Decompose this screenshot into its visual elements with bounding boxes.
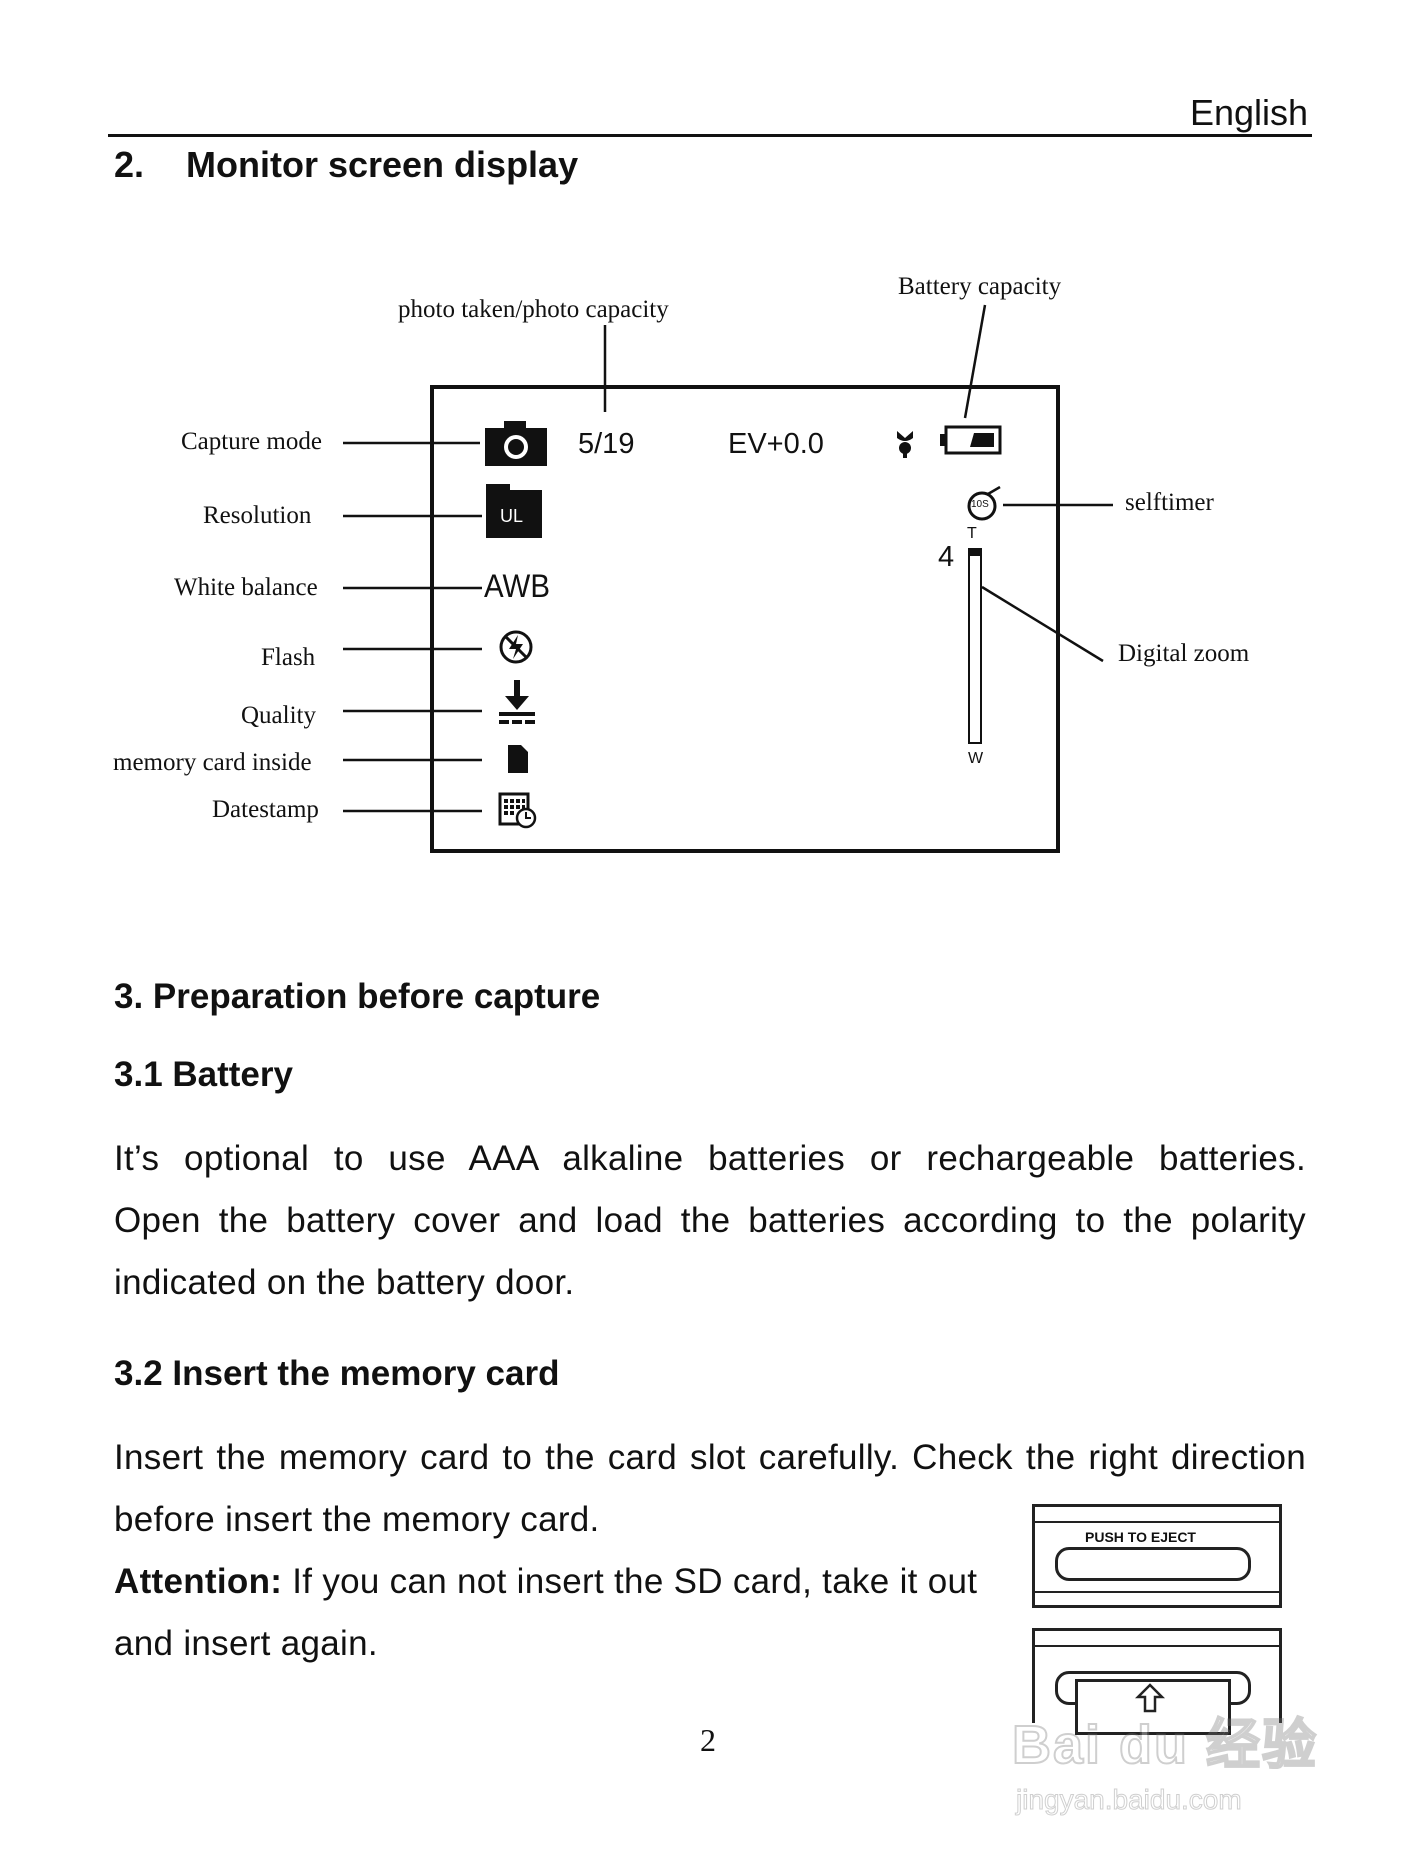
watermark-url: jingyan.baidu.com [1016,1784,1243,1816]
memory-line-2: before insert the memory card. [114,1500,600,1539]
callout-capture-mode: Capture mode [181,428,322,455]
header-rule [108,134,1312,137]
card-slot-bottom-edge [1035,1591,1279,1593]
callout-digital-zoom: Digital zoom [1118,640,1250,667]
white-balance-value: AWB [484,568,550,604]
callout-flash: Flash [261,644,316,671]
callout-datestamp: Datestamp [212,796,319,823]
section-3-1-title: 3.1 Battery [114,1055,293,1094]
push-to-eject-label: PUSH TO EJECT [1085,1529,1196,1545]
card-slot-opening [1055,1547,1251,1581]
diagram-leader-lines [343,304,1113,813]
zoom-bar-fill [970,550,980,556]
page-number: 2 [700,1722,716,1758]
callout-selftimer: selftimer [1125,489,1214,516]
leader-digital-zoom [981,585,1104,663]
selftimer-icon [967,486,1001,521]
attention-text: If you can not insert the SD card, take … [282,1562,978,1601]
leader-battery [963,304,987,419]
ev-value: EV+0.0 [728,428,824,460]
callout-photo-count: photo taken/photo capacity [398,296,669,323]
datestamp-icon [498,792,537,829]
section-3-2-title: 3.2 Insert the memory card [114,1354,560,1393]
photo-count: 5/19 [578,428,635,460]
callout-quality: Quality [241,702,316,729]
section-3-title: 3. Preparation before capture [114,977,601,1016]
callout-resolution: Resolution [203,502,312,529]
resolution-icon: UL [486,484,542,538]
zoom-level: 4 [938,541,955,573]
section-2-title: Monitor screen display [186,144,579,185]
attention-line: Attention: If you can not insert the SD … [114,1551,1306,1613]
memory-paragraph: Insert the memory card to the card slot … [114,1427,1306,1675]
section-2-number: 2. [114,144,145,185]
header-language: English [1190,92,1309,133]
up-arrow-icon [1135,1683,1165,1713]
macro-flower-icon [897,431,913,458]
selftimer-badge: 10S [971,499,989,510]
battery-paragraph: It’s optional to use AAA alkaline batter… [114,1128,1306,1314]
battery-line-1: It’s optional to use AAA alkaline batter… [114,1139,1306,1178]
flash-off-icon [499,630,533,664]
watermark-brand: Bai du 经验 [1011,1714,1319,1776]
attention-line-2: and insert again. [114,1624,378,1663]
camera-icon [485,421,547,466]
battery-line-3: indicated on the battery door. [114,1263,575,1302]
resolution-icon-tab [486,484,510,492]
battery-line-2: Open the battery cover and load the batt… [114,1201,1306,1240]
monitor-screen [430,385,1060,853]
zoom-top-label: T [967,525,977,542]
zoom-bottom-label: W [968,750,984,767]
callout-memory-card: memory card inside [113,749,312,776]
battery-icon [940,425,1002,455]
memory-line-1: Insert the memory card to the card slot … [114,1438,1306,1477]
memory-card-icon [508,745,528,773]
zoom-bar [968,548,982,744]
callout-white-balance: White balance [174,574,318,601]
card-slot-top-edge-2 [1035,1631,1279,1647]
card-slot-image-open [1032,1628,1282,1735]
card-slot-image-closed: PUSH TO EJECT [1032,1504,1282,1608]
callout-battery: Battery capacity [898,273,1062,300]
attention-label: Attention: [114,1562,283,1601]
card-slot-top-edge [1035,1507,1279,1523]
quality-icon [499,680,535,724]
baidu-watermark: Bai du 经验 jingyan.baidu.com [1000,1700,1360,1860]
resolution-badge: UL [500,506,524,526]
